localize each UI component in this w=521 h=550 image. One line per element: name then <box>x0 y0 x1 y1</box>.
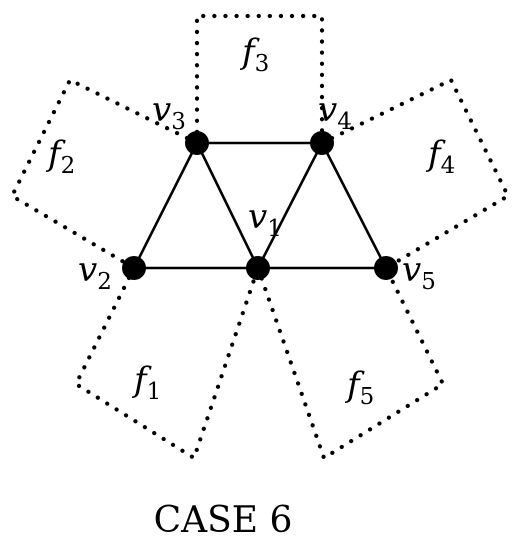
vertex-label-v4: v4 <box>318 90 352 135</box>
vertex-label-v3: v3 <box>152 90 186 135</box>
edge-v2-v3 <box>132 141 199 270</box>
edge-v4-v5 <box>320 141 388 270</box>
graph-edges <box>132 141 388 270</box>
face-label-f5: f5 <box>344 365 374 410</box>
vertex-v3 <box>185 131 209 155</box>
graph-vertices <box>122 131 398 280</box>
edge-v3-v1 <box>195 141 260 270</box>
face-boundary-f3 <box>194 13 325 146</box>
face-label-f4: f4 <box>425 134 455 179</box>
vertex-label-v5: v5 <box>402 250 436 295</box>
face-label-f3: f3 <box>239 32 269 77</box>
edge-v1-v4 <box>256 141 324 270</box>
vertex-v5 <box>374 256 398 280</box>
face-boundary-f4 <box>319 77 511 271</box>
vertex-v1 <box>246 256 270 280</box>
face-boundary-f2 <box>9 77 200 271</box>
face-boundaries <box>9 13 511 461</box>
vertex-labels: v1 v2 v3 v4 v5 <box>78 90 436 295</box>
face-label-f1: f1 <box>131 360 161 405</box>
vertex-v4 <box>310 131 334 155</box>
vertex-label-v1: v1 <box>248 197 282 242</box>
diagram-caption: CASE 6 <box>154 500 293 541</box>
face-label-f2: f2 <box>45 134 75 179</box>
vertex-label-v2: v2 <box>78 250 112 295</box>
vertex-v2 <box>122 256 146 280</box>
face-boundary-f5 <box>255 265 446 461</box>
face-boundary-f1 <box>73 265 261 461</box>
